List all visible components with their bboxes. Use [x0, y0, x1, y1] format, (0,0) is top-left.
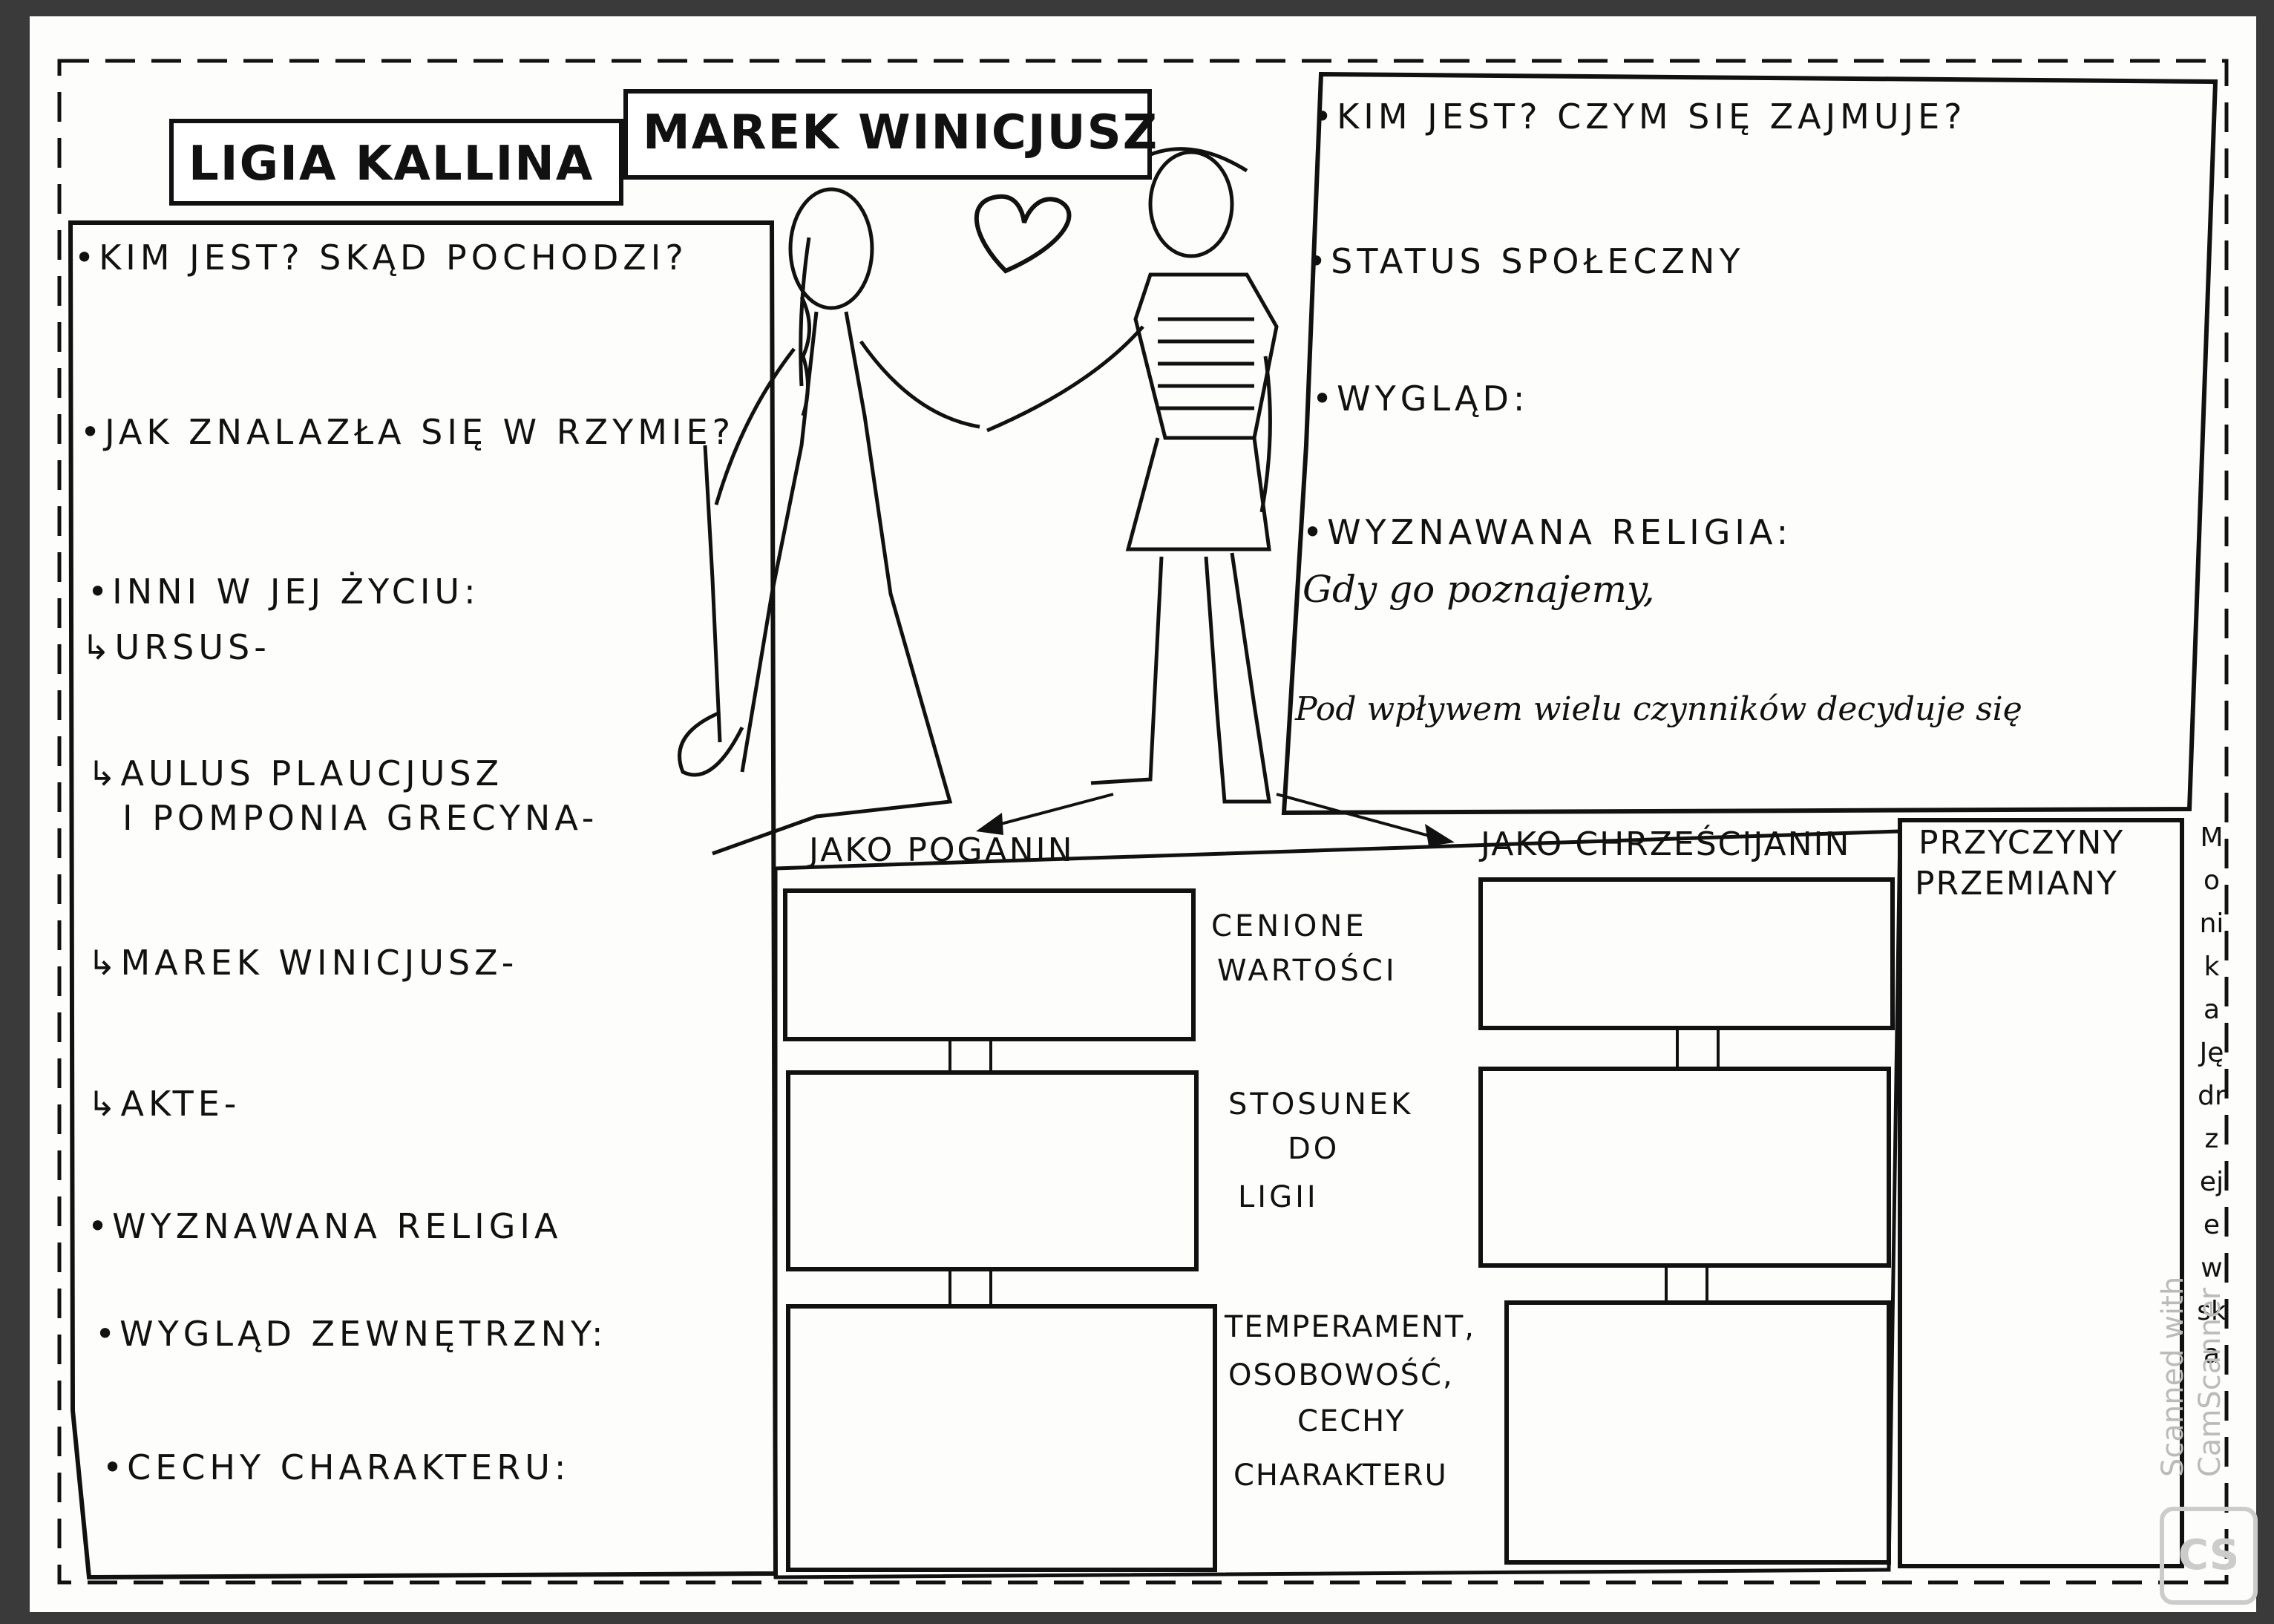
pagan-header: JAKO POGANIN: [809, 831, 1075, 869]
marek-note-first-meeting: Gdy go poznajemy,: [1303, 568, 1655, 611]
ligia-q-religion: •WYZNAWANA RELIGIA: [88, 1206, 563, 1246]
marek-title-banner: MAREK WINICJUSZ: [623, 89, 1157, 180]
row-attitude-line3: LIGII: [1238, 1180, 1319, 1214]
marek-q-status: •STATUS SPOŁECZNY: [1306, 241, 1745, 281]
row-temperament-line2: OSOBOWOŚĆ,: [1228, 1358, 1454, 1392]
scanner-watermark: Scanned with CamScanner: [2156, 1121, 2274, 1477]
ligia-other-akte: ↳AKTE-: [88, 1084, 241, 1124]
ligia-title: LIGIA KALLINA: [189, 137, 594, 191]
worksheet-paper: [30, 16, 2256, 1612]
ligia-q-look: •WYGLĄD ZEWNĘTRZNY:: [95, 1314, 608, 1354]
ligia-other-ursus: ↳URSUS-: [82, 627, 271, 667]
ligia-q-traits: •CECHY CHARAKTERU:: [102, 1447, 571, 1487]
marek-q-who: •KIM JEST? CZYM SIĘ ZAJMUJE?: [1312, 96, 1967, 137]
row-temperament-line1: TEMPERAMENT,: [1225, 1310, 1476, 1344]
row-values-line2: WARTOŚCI: [1217, 954, 1398, 988]
ligia-q-who: •KIM JEST? SKĄD POCHODZI?: [74, 238, 688, 278]
row-attitude-line1: STOSUNEK: [1228, 1087, 1414, 1122]
camscanner-logo-icon: CS: [2160, 1507, 2258, 1605]
watermark-line1: Scanned with: [2156, 1276, 2190, 1477]
row-temperament-line4: CHARAKTERU: [1233, 1458, 1448, 1493]
ligia-other-aulus-line2: I POMPONIA GRECYNA-: [122, 798, 599, 838]
ligia-q-rome: •JAK ZNALAZŁA SIĘ W RZYMIE?: [80, 412, 735, 452]
ligia-other-marek: ↳MAREK WINICJUSZ-: [88, 943, 519, 983]
row-temperament-line3: CECHY: [1297, 1404, 1406, 1438]
ligia-title-banner: LIGIA KALLINA: [169, 119, 623, 206]
marek-q-look: •WYGLĄD:: [1312, 379, 1530, 419]
marek-q-religion: •WYZNAWANA RELIGIA:: [1303, 512, 1793, 552]
author-signature: Monika Jędrzejewska: [2197, 822, 2227, 1369]
marek-title: MAREK WINICJUSZ: [643, 105, 1159, 160]
row-attitude-line2: DO: [1288, 1132, 1340, 1166]
reasons-header-line1: PRZYCZYNY: [1919, 824, 2125, 862]
watermark-line2: CamScanner: [2193, 1287, 2227, 1477]
christian-header: JAKO CHRZEŚCIJANIN: [1481, 825, 1851, 863]
ligia-q-others: •INNI W JEJ ŻYCIU:: [88, 572, 480, 612]
reasons-header-line2: PRZEMIANY: [1915, 865, 2118, 903]
ligia-other-aulus-line1: ↳AULUS PLAUCJUSZ: [88, 753, 504, 793]
marek-note-decision: Pod wpływem wielu czynników decyduje się: [1295, 690, 2022, 728]
row-values-line1: CENIONE: [1211, 909, 1367, 943]
heart-icon: [974, 194, 1072, 274]
couple-drawing: [678, 147, 1279, 856]
